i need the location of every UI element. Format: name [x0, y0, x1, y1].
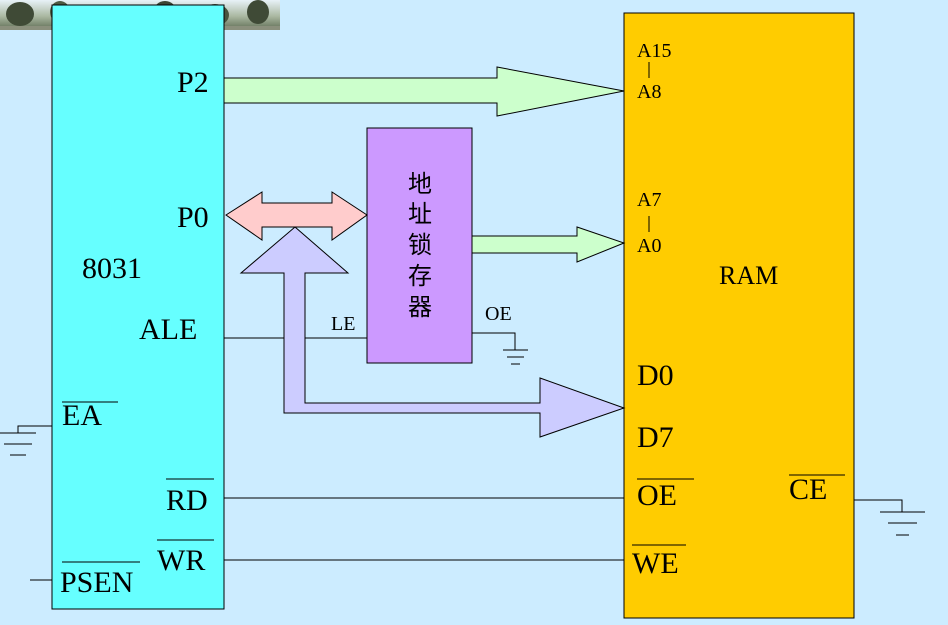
- ram-we-label: WE: [632, 547, 679, 580]
- p2-address-high-bus-arrow: [223, 66, 625, 117]
- mcu-p0-label: P0: [177, 201, 209, 234]
- ram-a8-label: A8: [637, 81, 661, 103]
- ram-oe-label: OE: [637, 479, 677, 512]
- latch-label-char-3: 锁: [408, 231, 432, 259]
- mcu-ale-label: ALE: [139, 313, 197, 346]
- ram-ce-label: CE: [789, 473, 827, 506]
- address-latch-box: [366, 127, 473, 364]
- latch-le-label: LE: [331, 313, 355, 335]
- ram-name-label: RAM: [719, 261, 778, 290]
- ram-a15-label: A15: [637, 40, 671, 62]
- ce-ground: [854, 499, 925, 536]
- ram-d7-label: D7: [637, 421, 674, 454]
- ea-ground: [0, 425, 52, 456]
- latch-label-char-4: 存: [408, 262, 432, 290]
- mcu-p2-label: P2: [177, 66, 209, 99]
- mcu-name-label: 8031: [82, 252, 142, 285]
- mcu-rd-label: RD: [166, 484, 208, 517]
- ram-a0-label: A0: [637, 235, 661, 257]
- latch-label-char-5: 器: [408, 293, 432, 321]
- mcu-wr-label: WR: [157, 544, 205, 577]
- ram-box: [623, 12, 855, 619]
- mcu-ea-label: EA: [62, 399, 102, 432]
- data-bus-arrow: [239, 226, 626, 438]
- latch-label-char-1: 地: [408, 170, 432, 198]
- latch-label-char-2: 址: [408, 200, 432, 228]
- ram-d0-label: D0: [637, 359, 674, 392]
- mcu-8031-box: [51, 4, 225, 610]
- latch-oe-ground: [472, 332, 528, 365]
- ram-a7-label: A7: [637, 189, 661, 211]
- latch-address-low-bus-arrow: [471, 226, 626, 263]
- mcu-psen-label: PSEN: [60, 566, 133, 599]
- latch-oe-label: OE: [485, 303, 512, 325]
- p0-bidirectional-bus-arrow: [225, 191, 368, 241]
